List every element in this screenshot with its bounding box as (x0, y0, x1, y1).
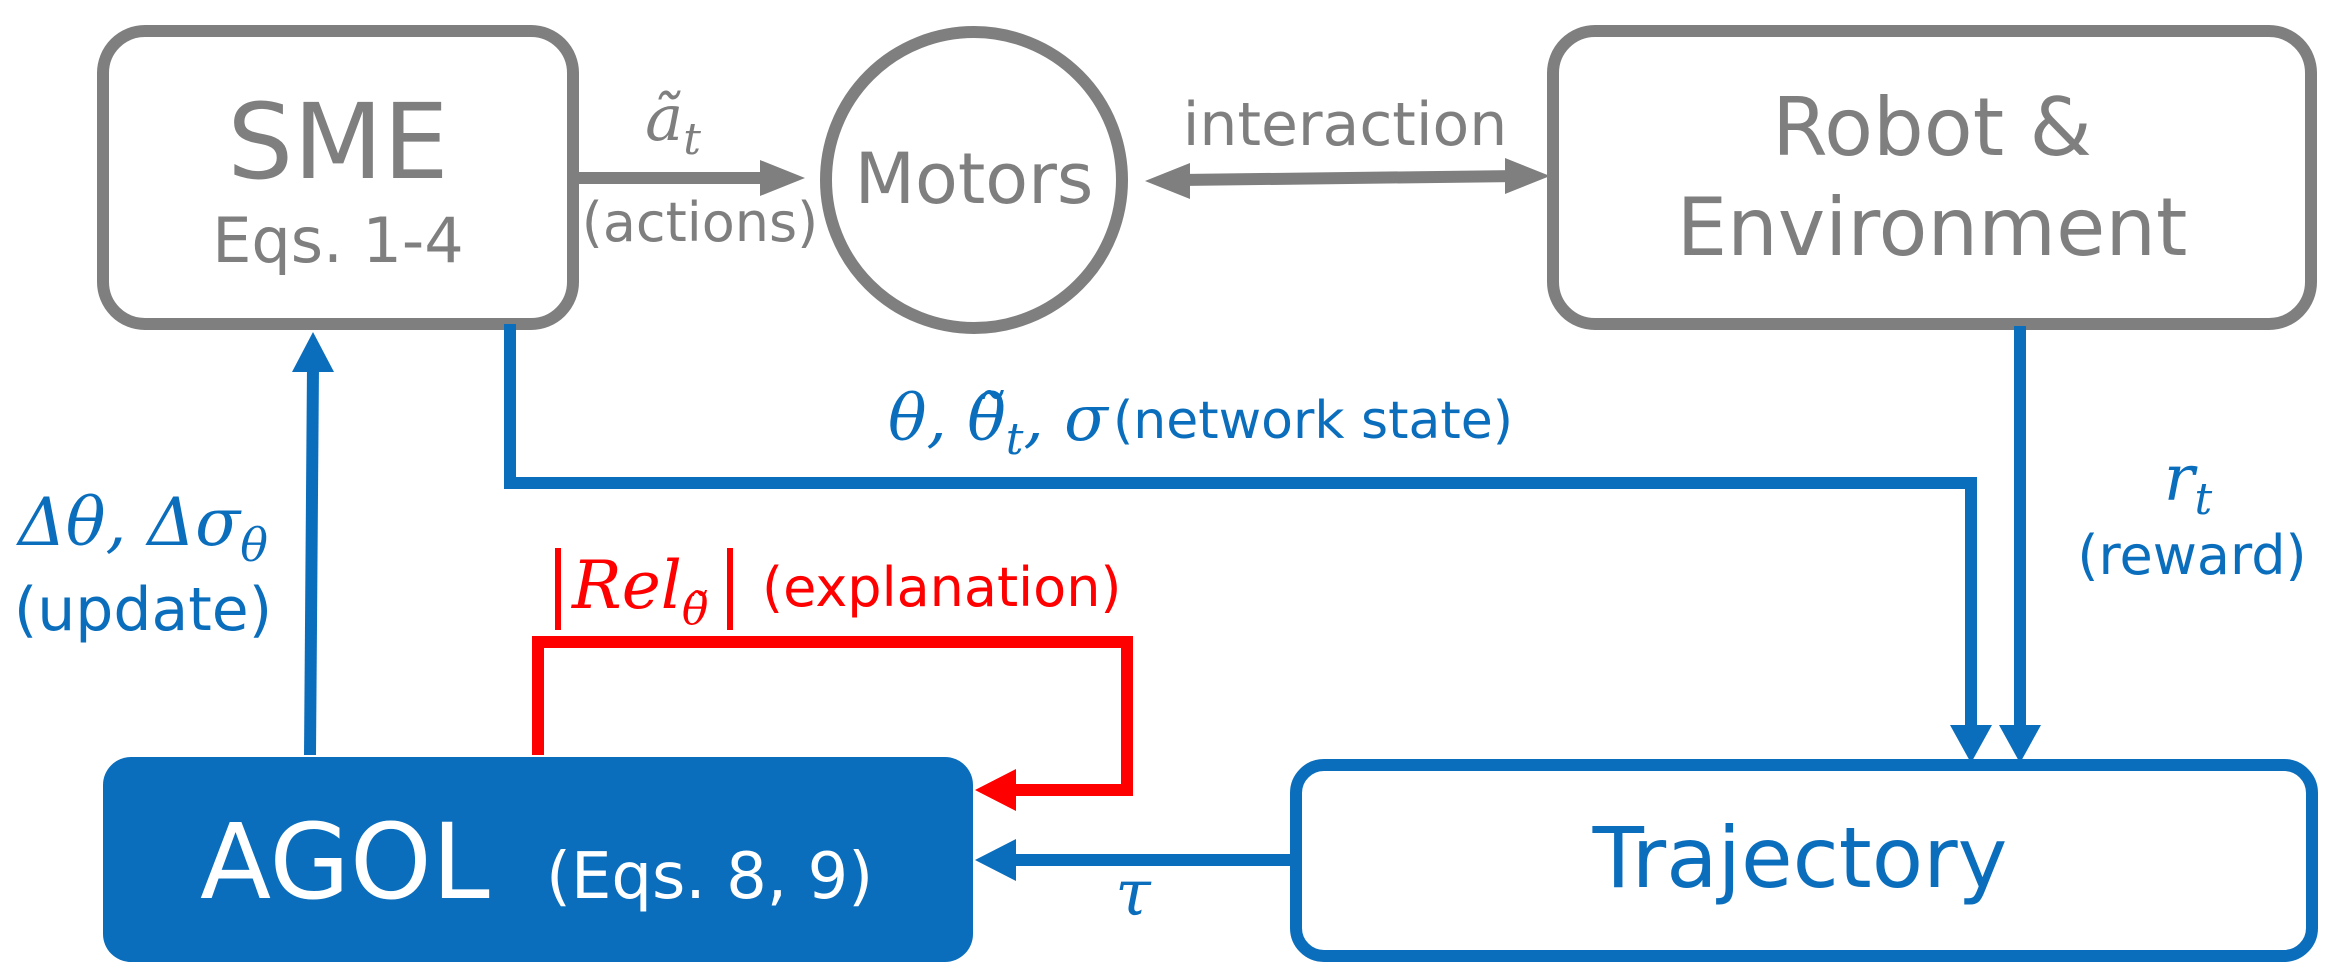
update-edge: Δθ, Δσθ (update) (14, 332, 334, 756)
tau-symbol: τ (1115, 857, 1152, 931)
svg-text:rt: rt (2164, 442, 2213, 525)
network-state-symbols: θ, θ̃ (888, 382, 1006, 456)
robot-environment-box: Robot & Environment (1547, 25, 2317, 330)
explanation-edge: Relθ̃ (explanation) (532, 547, 1133, 811)
reward-label: (reward) (2077, 524, 2306, 587)
actions-symbol: ã (645, 82, 683, 156)
motors-circle: Motors (820, 26, 1128, 334)
network-state-subscript: t (1006, 414, 1024, 465)
explanation-subscript: θ̃ (682, 584, 709, 635)
network-state-symbol-tail: , σ (1023, 382, 1110, 456)
agol-box: AGOL (Eqs. 8, 9) (103, 757, 973, 962)
robot-title-line2: Environment (1677, 181, 2188, 274)
motors-title: Motors (855, 138, 1094, 220)
robot-title-line1: Robot & (1772, 81, 2092, 174)
sme-box: SME Eqs. 1-4 (97, 25, 579, 330)
sme-title: SME (227, 81, 448, 203)
reward-symbol: r (2164, 442, 2198, 516)
svg-text:θ, θ̃t, σ: θ, θ̃t, σ (888, 382, 1110, 465)
interaction-label: interaction (1183, 90, 1508, 160)
network-state-label: (network state) (1113, 391, 1513, 451)
reward-edge: rt (reward) (1999, 326, 2307, 763)
update-label: (update) (14, 575, 272, 645)
update-subscript: θ (240, 518, 268, 572)
svg-text:ãt: ãt (645, 82, 701, 165)
network-state-edge: θ, θ̃t, σ (network state) (504, 324, 1992, 763)
trajectory-title: Trajectory (1592, 809, 2008, 907)
explanation-label: (explanation) (762, 556, 1122, 619)
reward-subscript: t (2194, 474, 2212, 525)
update-symbol: Δθ, Δσ (15, 484, 242, 561)
interaction-edge: interaction (1145, 90, 1550, 199)
agol-title: AGOL (200, 801, 490, 923)
agol-subtitle: (Eqs. 8, 9) (546, 840, 873, 914)
svg-text:Δθ, Δσθ: Δθ, Δσθ (15, 484, 268, 572)
tau-edge: τ (975, 839, 1292, 931)
trajectory-box: Trajectory (1290, 759, 2318, 962)
actions-subscript: t (683, 114, 701, 165)
svg-text:Relθ̃: Relθ̃ (571, 547, 708, 635)
sme-subtitle: Eqs. 1-4 (212, 204, 464, 277)
explanation-symbol-main: Rel (571, 547, 682, 624)
actions-edge: ãt (actions) (579, 82, 818, 254)
actions-label: (actions) (582, 191, 819, 254)
